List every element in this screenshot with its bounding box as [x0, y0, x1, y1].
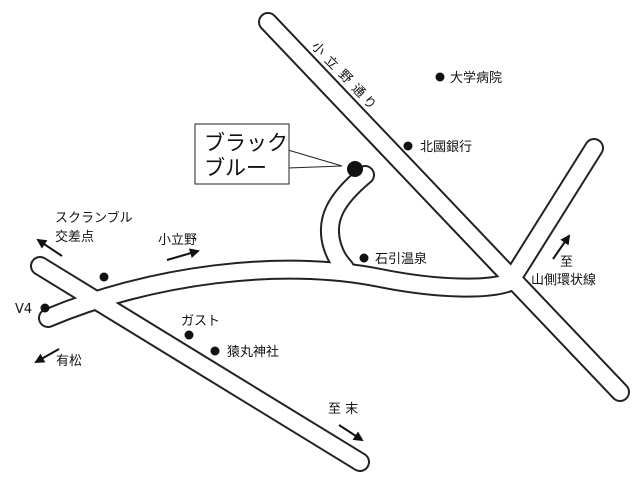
ishibiki-onsen-marker	[359, 253, 369, 263]
scramble-label-line2: 交差点	[55, 229, 94, 245]
scramble-crossing-marker	[99, 272, 109, 282]
kotachino-arrow-icon	[166, 248, 200, 261]
shop-name-line1: ブラック	[204, 131, 288, 155]
shop-name-line2: ブルー	[204, 156, 267, 180]
roads-fill	[32, 14, 628, 470]
gusto-label: ガスト	[181, 314, 220, 329]
landmarks	[40, 72, 445, 356]
university-hospital-label: 大学病院	[450, 70, 502, 86]
to-ring-label-line1: 至	[560, 255, 573, 270]
landmark-labels: 大学病院 北國銀行 石引温泉 ガスト 猿丸神社 V4	[15, 70, 502, 360]
shop-location-marker	[347, 161, 363, 177]
to-sue-label: 至 末	[328, 402, 358, 417]
arimatsu-direction-label: 有松	[56, 354, 82, 369]
to-ring-label-line2: 山側環状線	[531, 272, 596, 288]
direction-labels: スクランブル 交差点 小立野 有松 至 末 至 山側環状線	[55, 210, 596, 417]
sarumaru-shrine-label: 猿丸神社	[227, 344, 279, 360]
hokkoku-bank-label: 北國銀行	[420, 140, 472, 155]
v4-marker	[40, 303, 50, 313]
university-hospital-marker	[435, 72, 445, 82]
arimatsu-arrow-icon	[34, 348, 60, 363]
direction-arrows	[34, 234, 571, 442]
scramble-arrow-icon	[36, 238, 63, 257]
sarumaru-shrine-marker	[210, 346, 220, 356]
hokkoku-bank-marker	[403, 141, 413, 151]
ishibiki-onsen-label: 石引温泉	[375, 251, 427, 267]
kotachino-direction-label: 小立野	[158, 233, 197, 248]
to-ring-arrow-icon	[552, 234, 571, 260]
gusto-marker	[184, 330, 194, 340]
to-sue-arrow-icon	[338, 424, 364, 442]
scramble-label-line1: スクランブル	[55, 210, 133, 226]
shop-callout: ブラック ブルー	[194, 123, 343, 185]
v4-label: V4	[15, 302, 32, 317]
